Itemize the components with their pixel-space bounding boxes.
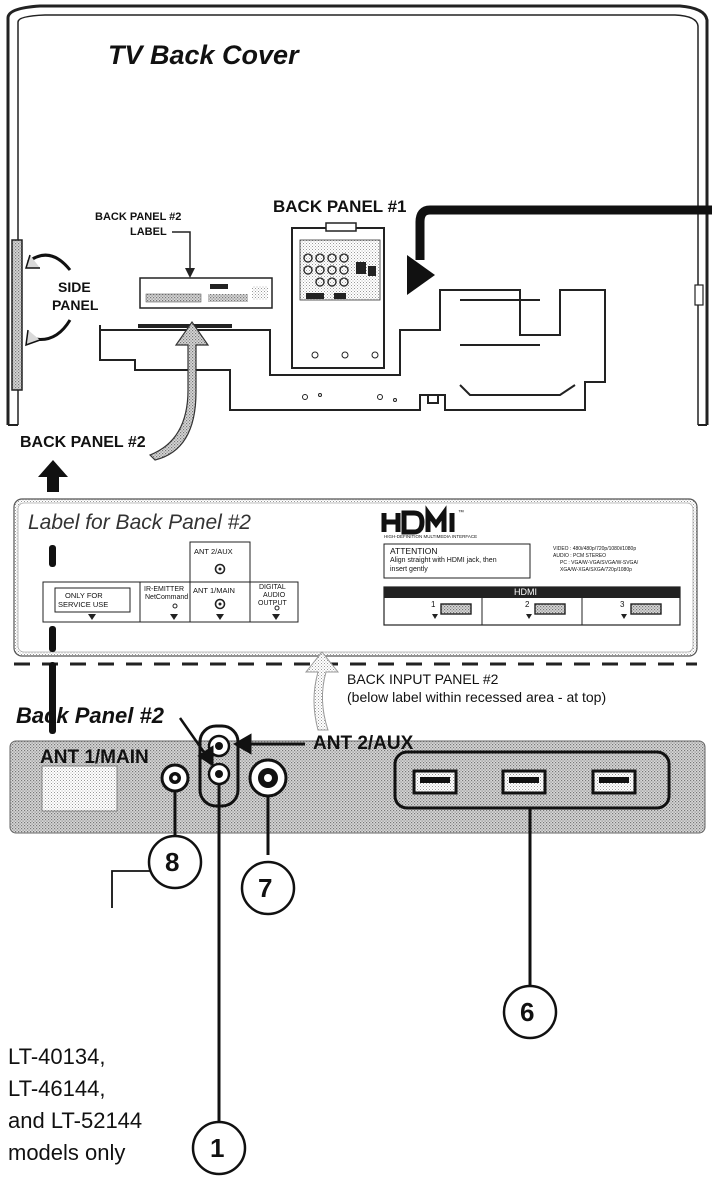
back-panel-2-caption: BACK PANEL #2 — [20, 434, 146, 451]
back-panel-1-module — [291, 222, 385, 369]
back-panel-2-curved-arrow — [148, 320, 210, 461]
ant-arrows — [178, 717, 305, 767]
ant2-aux-label: ANT 2/AUX — [313, 733, 414, 754]
label-ant2-text: ANT 2/AUX — [194, 547, 233, 556]
side-panel-line2: PANEL — [52, 297, 99, 313]
label-digital-line2: AUDIO — [263, 592, 286, 599]
hdmi-tagline: HIGH-DEFINITION MULTIMEDIA INTERFACE — [384, 534, 478, 539]
spec-line1: VIDEO : 480i/480p/720p/1080i/1080p — [553, 546, 637, 552]
spec-line2: AUDIO : PCM STEREO — [553, 553, 607, 559]
back-input-panel-line2: (below label within recessed area - at t… — [347, 689, 607, 705]
ant1-main-label: ANT 1/MAIN — [40, 747, 149, 768]
back-panel-2-label-subtitle: LABEL — [130, 226, 167, 238]
screws — [302, 393, 397, 402]
attention-line2: insert gently — [390, 566, 428, 573]
hdmi-port-3: 3 — [620, 600, 625, 609]
back-input-panel-line1: BACK INPUT PANEL #2 — [347, 671, 499, 687]
recessed-area — [99, 289, 606, 411]
tv-back-cover — [6, 4, 709, 426]
models-line2: LT-46144, — [8, 1076, 106, 1101]
back-input-arrow — [304, 651, 340, 731]
number-circles — [147, 834, 558, 1176]
spec-line4: XGA/W-XGA/SXGA/720p/1080p — [560, 567, 632, 573]
label-digital-line3: OUTPUT — [258, 600, 287, 607]
attention-line1: Align straight with HDMI jack, then — [390, 557, 497, 564]
label-service-line1: ONLY FOR — [65, 591, 103, 600]
side-panel-line1: SIDE — [58, 279, 91, 295]
label-digital-line1: DIGITAL — [259, 584, 286, 591]
label-ir-line2: NetCommand — [145, 594, 189, 601]
hdmi-port-2: 2 — [525, 600, 530, 609]
hdmi-bar-label: HDMI — [514, 587, 537, 597]
label-ant1-text: ANT 1/MAIN — [193, 586, 235, 595]
hdmi-tm: ™ — [458, 510, 464, 516]
callout-number-6: 6 — [520, 997, 535, 1027]
label-pointer — [172, 231, 191, 270]
tv-back-cover-title: TV Back Cover — [108, 40, 299, 70]
attention-title: ATTENTION — [390, 546, 438, 556]
back-panel-2-label-on-tv — [138, 277, 273, 328]
left-marker-bar — [49, 662, 56, 734]
label-service-line2: SERVICE USE — [58, 600, 109, 609]
side-panel-arrows — [24, 253, 72, 347]
back-panel-1-arrow — [407, 205, 712, 295]
up-arrow — [38, 460, 68, 492]
models-line3: and LT-52144 — [8, 1108, 143, 1133]
back-panel-2-label-title: BACK PANEL #2 — [95, 211, 182, 223]
label-panel — [13, 498, 698, 657]
back-panel-2-title: Back Panel #2 — [16, 703, 164, 728]
hdmi-port-1: 1 — [431, 600, 436, 609]
models-line1: LT-40134, — [8, 1044, 106, 1069]
spec-line3: PC : VGA/W-VGA/SVGA/W-SVGA/ — [560, 560, 639, 566]
back-panel-1-label: BACK PANEL #1 — [273, 197, 407, 216]
label-ir-line1: IR-EMITTER — [144, 586, 185, 593]
models-line4: models only — [8, 1140, 126, 1165]
callout-number-8: 8 — [165, 847, 180, 877]
label-panel-title: Label for Back Panel #2 — [28, 511, 251, 534]
callout-number-7: 7 — [258, 873, 273, 903]
callout-number-1: 1 — [210, 1133, 225, 1163]
